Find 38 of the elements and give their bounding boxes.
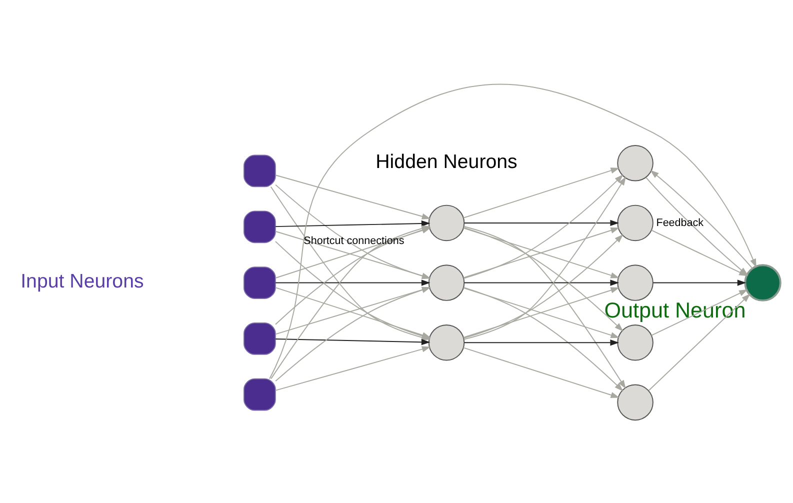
node-circle <box>428 264 465 300</box>
node-circle <box>617 384 654 420</box>
label: Input Neurons <box>20 270 144 292</box>
node-circle <box>617 204 654 241</box>
arrow <box>648 293 750 390</box>
node-label: Output Neuron <box>604 297 746 322</box>
node-circle <box>617 144 654 181</box>
arrow <box>275 338 430 345</box>
node-circle <box>617 324 654 360</box>
arrow <box>650 169 753 268</box>
arrow <box>269 83 756 379</box>
edge-label: Feedback <box>656 216 704 229</box>
label: Hidden Neurons <box>376 150 518 173</box>
arrow <box>275 279 430 286</box>
arrow <box>463 286 624 391</box>
node-box <box>244 266 276 298</box>
arrow <box>464 219 620 226</box>
node-circle <box>428 324 465 360</box>
edge-label: Shortcut connections <box>304 234 404 247</box>
node-circle <box>617 264 654 300</box>
arrow <box>275 346 431 390</box>
arrow <box>275 220 430 227</box>
arrow <box>464 279 620 286</box>
arrow <box>652 279 746 286</box>
node-box <box>244 322 276 354</box>
node-box <box>244 378 276 410</box>
node-box <box>244 210 276 243</box>
arrow <box>464 339 620 346</box>
node-circle <box>428 204 465 241</box>
arrow <box>275 174 431 219</box>
arrow <box>462 346 620 398</box>
arrow <box>464 226 626 388</box>
arrow <box>650 288 748 336</box>
arrow <box>463 174 624 278</box>
arrow <box>462 167 620 218</box>
arrow <box>464 176 626 340</box>
node-box <box>244 154 276 187</box>
node-circle <box>744 264 782 301</box>
